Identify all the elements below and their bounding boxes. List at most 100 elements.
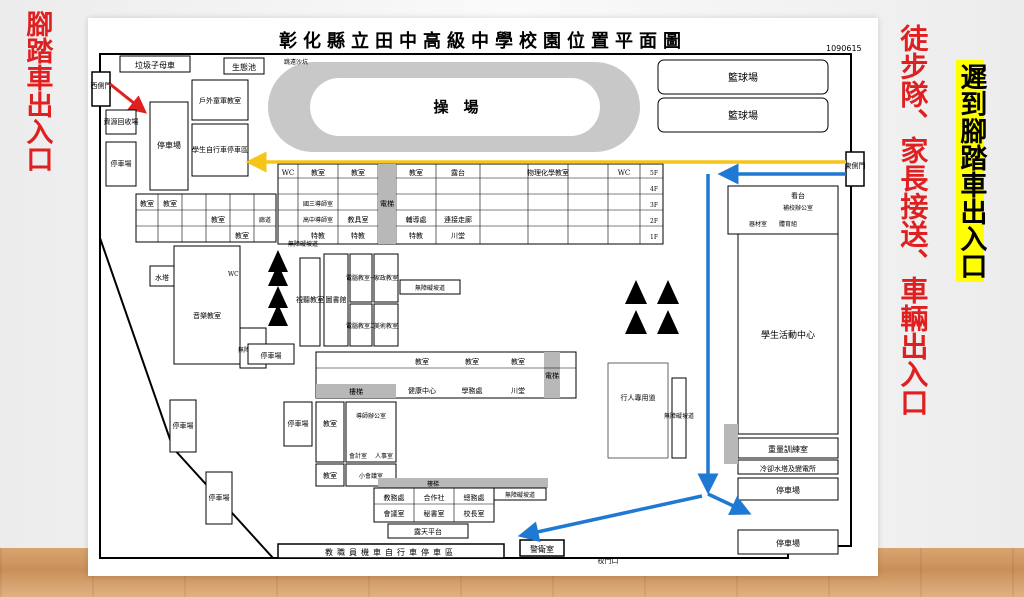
blue-route-arrow-gate bbox=[517, 494, 703, 543]
parking-west-2: 停車場 bbox=[157, 140, 181, 150]
map-label: 電梯 bbox=[380, 199, 394, 208]
pedestrian-path: 行人專用道 bbox=[621, 393, 656, 402]
map-label: 教室 bbox=[323, 419, 337, 428]
south-classroom-block: 樓梯 健康中心 學務處 川堂 教室 教室 教室 電梯 bbox=[315, 351, 577, 399]
secretary-room: 秘書室 bbox=[424, 509, 445, 518]
map-label: 物理化學教室 bbox=[527, 168, 569, 177]
map-label: 川堂 bbox=[451, 231, 465, 240]
map-label: 導師辦公室 bbox=[356, 412, 386, 420]
computer-room-2: 電腦教室二 bbox=[346, 322, 376, 330]
map-label: 教室 bbox=[351, 168, 365, 177]
meeting-room: 會議室 bbox=[384, 509, 405, 518]
map-label: 教室 bbox=[140, 199, 154, 208]
map-label: 2F bbox=[650, 218, 658, 225]
trees bbox=[268, 250, 679, 334]
art-room: 美術教室 bbox=[374, 322, 398, 330]
coop: 合作社 bbox=[424, 493, 445, 502]
north-classroom-block: WC 教室 教室 教室 露台 物理化學教室 WC 國三導師室 高中導師室 教具室… bbox=[277, 163, 664, 245]
map-label: 特教 bbox=[311, 231, 325, 240]
map-label: 教室 bbox=[511, 357, 525, 366]
map-label: WC bbox=[228, 271, 239, 278]
cooling-tower: 冷卻水塔及變電所 bbox=[760, 464, 816, 473]
home-ec-room: 家政教室 bbox=[374, 274, 398, 282]
map-label: 國三導師室 bbox=[303, 200, 333, 208]
garbage-bin: 垃圾子母車 bbox=[135, 60, 175, 70]
map-label: 教室 bbox=[465, 357, 479, 366]
map-label: 3F bbox=[650, 202, 658, 209]
river-hall: 川堂 bbox=[511, 386, 525, 395]
map-label: 電梯 bbox=[545, 371, 559, 380]
map-label: 教室 bbox=[409, 168, 423, 177]
computer-room-1: 電腦教室一 bbox=[346, 274, 376, 282]
parking-mid: 停車場 bbox=[261, 351, 282, 360]
terrace: 露天平台 bbox=[414, 527, 442, 536]
office-block: 教室 教室 導師辦公室 會計室 人事室 小會議室 停車場 bbox=[283, 401, 397, 487]
map-label: 教具室 bbox=[348, 215, 369, 224]
map-label: 樓梯 bbox=[427, 480, 439, 488]
map-label: 體育組 bbox=[779, 220, 797, 228]
map-label: 器材室 bbox=[749, 220, 767, 228]
east-gate: 東側門 bbox=[845, 161, 866, 170]
general-office: 總務處 bbox=[464, 493, 485, 502]
map-label: 教室 bbox=[323, 471, 337, 480]
map-label: 會計室 bbox=[349, 452, 367, 460]
admin-block: 樓梯 教務處 合作社 總務處 會議室 秘書室 校長室 無障礙坡道 露天平台 bbox=[373, 478, 548, 539]
admin-office: 教務處 bbox=[384, 493, 405, 502]
staff-bike-parking: 教職員機車自行車停車區 bbox=[325, 547, 457, 557]
map-label: 教室 bbox=[211, 215, 225, 224]
map-label: 樓梯 bbox=[349, 387, 363, 396]
map-code: 1090615 bbox=[826, 44, 862, 53]
map-label: 5F bbox=[650, 170, 658, 177]
map-label: WC bbox=[618, 169, 631, 177]
map-label: 無障礙坡道 bbox=[505, 491, 535, 499]
west-mid-block: 水塔 音樂教室 WC 無障礙坡道 停車場 無障礙坡道 bbox=[149, 240, 318, 369]
map-label: 無障礙坡道 bbox=[288, 240, 318, 248]
library: 圖書館 bbox=[326, 295, 347, 304]
map-label: 看台 bbox=[791, 191, 805, 200]
map-label: 教室 bbox=[311, 168, 325, 177]
map-label: 連接走廊 bbox=[444, 215, 472, 224]
map-label: 教室 bbox=[235, 231, 249, 240]
track-label: 操 場 bbox=[433, 98, 478, 116]
map-label: 補校辦公室 bbox=[783, 204, 813, 212]
weight-room: 重量訓練室 bbox=[768, 444, 808, 454]
map-label: 教室 bbox=[415, 357, 429, 366]
map-label: 小會議室 bbox=[359, 472, 383, 480]
sand-pit: 跳遠沙坑 bbox=[284, 58, 308, 66]
map-label: WC bbox=[282, 169, 295, 177]
blue-route-arrow-east bbox=[707, 492, 752, 516]
map-label: 特教 bbox=[409, 231, 423, 240]
academic-office: 學務處 bbox=[462, 386, 483, 395]
left-bike-entrance-label: 腳踏車出入口 bbox=[21, 10, 53, 172]
right-late-bike-entrance-label: 遲到腳踏車出入口 bbox=[955, 60, 986, 282]
map-label: 廊道 bbox=[259, 216, 271, 224]
parking-office: 停車場 bbox=[288, 419, 309, 428]
parking-west-3: 停車場 bbox=[173, 421, 194, 430]
map-label: 教室 bbox=[163, 199, 177, 208]
map-label: 輔導處 bbox=[406, 215, 427, 224]
west-classroom-block: 教室 教室 教室 教室 廊道 bbox=[135, 193, 277, 243]
map-label: 無障礙坡道 bbox=[664, 412, 694, 420]
water-tower: 水塔 bbox=[155, 273, 169, 282]
principal-room: 校長室 bbox=[464, 509, 485, 518]
activity-center: 學生活動中心 bbox=[761, 329, 815, 341]
av-room: 視聽教室 bbox=[296, 295, 324, 304]
map-label: 無障礙坡道 bbox=[415, 284, 445, 292]
east-block: 看台 補校辦公室 器材室 體育組 學生活動中心 重量訓練室 冷卻水塔及變電所 停… bbox=[724, 185, 839, 555]
map-label: 高中導師室 bbox=[303, 216, 333, 224]
map-label: 特教 bbox=[351, 231, 365, 240]
health-center: 健康中心 bbox=[408, 386, 436, 395]
parking-east-1: 停車場 bbox=[776, 485, 800, 495]
map-label: 4F bbox=[650, 186, 658, 193]
west-gate: 西側門 bbox=[91, 81, 112, 90]
parking-west-1: 停車場 bbox=[111, 159, 132, 168]
map-label: 音樂教室 bbox=[193, 311, 221, 320]
sports-track: 操 場 bbox=[268, 62, 640, 152]
red-arrow-west bbox=[109, 82, 148, 114]
map-label: 露台 bbox=[451, 168, 465, 177]
school-gate: 校門口 bbox=[598, 556, 619, 565]
central-block: 視聽教室 圖書館 電腦教室一 電腦教室二 家政教室 美術教室 無障礙坡道 bbox=[296, 253, 461, 347]
map-title: 彰化縣立田中高級中學校園位置平面圖 bbox=[279, 31, 687, 52]
eco-pond: 生態池 bbox=[232, 62, 256, 72]
parking-east-2: 停車場 bbox=[776, 538, 800, 548]
